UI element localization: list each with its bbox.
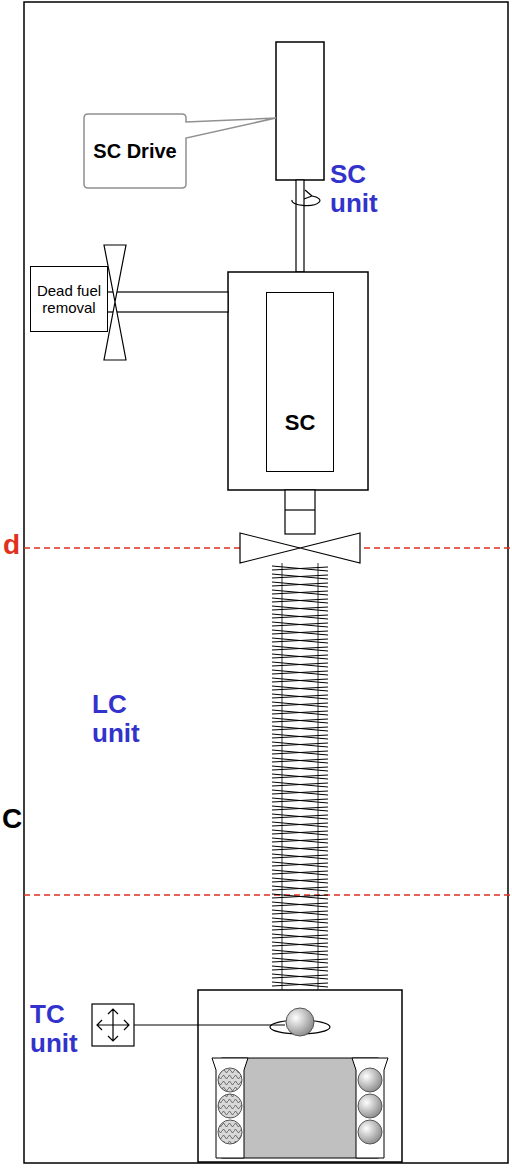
fuel-column [212, 1058, 248, 1158]
divider [24, 894, 512, 896]
node-text: Dead fuel removal [31, 282, 107, 317]
unit-label: LC unit [92, 690, 172, 747]
fresh-ball [358, 1120, 382, 1144]
used-ball [218, 1094, 242, 1118]
sc-box: SC [266, 292, 334, 472]
used-ball [218, 1120, 242, 1144]
fresh-ball [358, 1094, 382, 1118]
gate-valve [240, 533, 300, 563]
rotation-arrow [292, 196, 320, 206]
cross-arrows [97, 1009, 129, 1041]
neck-pipe [285, 490, 315, 534]
gate-valve [300, 533, 360, 563]
fragment-label: d [3, 530, 23, 561]
manipulator-symbol [92, 1004, 134, 1046]
fuel-container [222, 1058, 378, 1158]
fresh-ball [358, 1068, 382, 1092]
neck-flange [285, 509, 315, 510]
unit-label: TC unit [30, 1000, 90, 1057]
sc-housing [228, 272, 368, 490]
fuel-ball [286, 1008, 314, 1036]
unit-label: SC unit [330, 160, 406, 217]
callout-box: SC Drive [84, 114, 186, 188]
manipulator-arm [134, 1024, 285, 1025]
bellows [272, 563, 328, 990]
node-text: SC Drive [89, 140, 180, 163]
tc-box [198, 990, 402, 1162]
frame [24, 2, 508, 1163]
node-text: SC [281, 410, 320, 435]
removal-pipe [100, 292, 228, 312]
used-ball [218, 1068, 242, 1092]
fuel-column [352, 1058, 388, 1158]
drive-motor [276, 42, 324, 180]
fragment-label: C [2, 804, 24, 835]
rotation-arrow-head [304, 190, 312, 199]
drive-shaft [296, 180, 304, 272]
removal-box: Dead fuel removal [30, 266, 108, 332]
